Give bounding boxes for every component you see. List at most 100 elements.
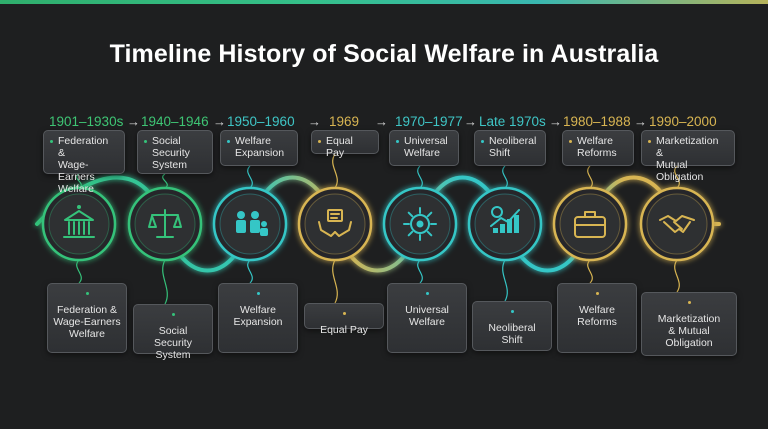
stage-node (382, 186, 458, 262)
connector-top (674, 165, 680, 189)
bullet-dot (596, 292, 599, 295)
card-label-line: Security (154, 337, 192, 349)
card-label-line: Reforms (577, 147, 617, 159)
card-label-line: Welfare (409, 316, 445, 328)
stage-node (552, 186, 628, 262)
card-label-line: Security (152, 147, 190, 159)
bullet-dot (257, 292, 260, 295)
bullet-dot (172, 313, 175, 316)
connector-bottom (162, 259, 168, 305)
card-label-line: Obligation (665, 337, 713, 349)
era-label: 1990–2000 (649, 114, 717, 129)
bullet-dot (648, 140, 651, 143)
bullet-dot (569, 140, 572, 143)
handshake-icon (659, 215, 695, 233)
era-label: 1940–1946 (141, 114, 209, 129)
bullet-dot (426, 292, 429, 295)
card-label-line: Welfare (69, 328, 105, 340)
page-title: Timeline History of Social Welfare in Au… (109, 40, 659, 68)
card-label-line: Neoliberal (488, 322, 536, 334)
connector-top (502, 165, 508, 189)
connector-top (247, 165, 253, 189)
era-label: 1950–1960 (227, 114, 295, 129)
connector-top (417, 165, 423, 189)
card-label-line: Universal (404, 135, 448, 147)
era-arrow: → (549, 114, 562, 129)
card-label-line: Welfare (579, 304, 615, 316)
connector-bottom (247, 259, 253, 284)
card-label-line: Neoliberal (489, 135, 537, 147)
stage-node (639, 186, 715, 262)
era-header: 1901–1930s→1940–1946→1950–1960→1969→1970… (46, 114, 746, 132)
card-label-line: Shift (489, 147, 511, 159)
era-label: 1980–1988 (563, 114, 631, 129)
card-label-line: Marketization & (656, 135, 719, 159)
card-label-line: Federation & (56, 304, 118, 316)
card-label-line: Wage-Earners (58, 159, 95, 183)
bullet-dot (144, 140, 147, 143)
era-arrow: → (464, 114, 477, 129)
era-label: Late 1970s (479, 114, 546, 129)
connector-bottom (502, 259, 508, 302)
connector-bottom (76, 259, 82, 284)
bottom-card: Equal Pay (304, 303, 384, 336)
bullet-dot (227, 140, 230, 143)
card-label-line: Marketization (657, 313, 721, 325)
card-label-line: Welfare (404, 147, 440, 159)
card-label-line: Mutual Obligation (656, 159, 704, 183)
gear-network-icon (403, 207, 437, 241)
bullet-dot (343, 312, 346, 315)
bullet-dot (86, 292, 89, 295)
stage-node (127, 186, 203, 262)
card-label-line: Universal (405, 304, 449, 316)
government-building-icon (63, 205, 95, 238)
era-arrow: → (127, 114, 140, 129)
era-label: 1969 (329, 114, 360, 129)
bullet-dot (511, 310, 514, 313)
card-label-line: Social (158, 325, 188, 337)
card-label-line: Reforms (577, 316, 617, 328)
bullet-dot (50, 140, 53, 143)
era-arrow: → (308, 114, 321, 129)
card-label-line: Welfare (235, 135, 271, 147)
connector-bottom (587, 259, 593, 284)
card-label-line: & Mutual (668, 325, 710, 337)
card-label-line: Welfare (240, 304, 276, 316)
card-label-line: Welfare (58, 183, 94, 195)
briefcase-icon (574, 211, 606, 238)
card-label-line: Equal Pay (320, 324, 368, 336)
era-arrow: → (634, 114, 647, 129)
era-label: 1901–1930s (49, 114, 124, 129)
stage-node (297, 186, 373, 262)
hands-document-icon (318, 209, 352, 237)
card-label-line: Welfare (577, 135, 613, 147)
connector-top (587, 165, 593, 189)
connector-bottom (674, 259, 680, 293)
stage-node (212, 186, 288, 262)
card-label-line: Social (152, 135, 181, 147)
family-icon (236, 211, 268, 236)
connector-top (332, 153, 338, 189)
connector-bottom (417, 259, 423, 284)
top-card: Marketization &Mutual Obligation (641, 130, 735, 183)
era-arrow: → (375, 114, 388, 129)
era-label: 1970–1977 (395, 114, 463, 129)
card-label-line: Equal Pay (326, 135, 353, 159)
growth-chart-icon (490, 206, 520, 233)
card-label-line: Expansion (233, 316, 283, 328)
bullet-dot (688, 301, 691, 304)
connector-top (162, 173, 168, 189)
